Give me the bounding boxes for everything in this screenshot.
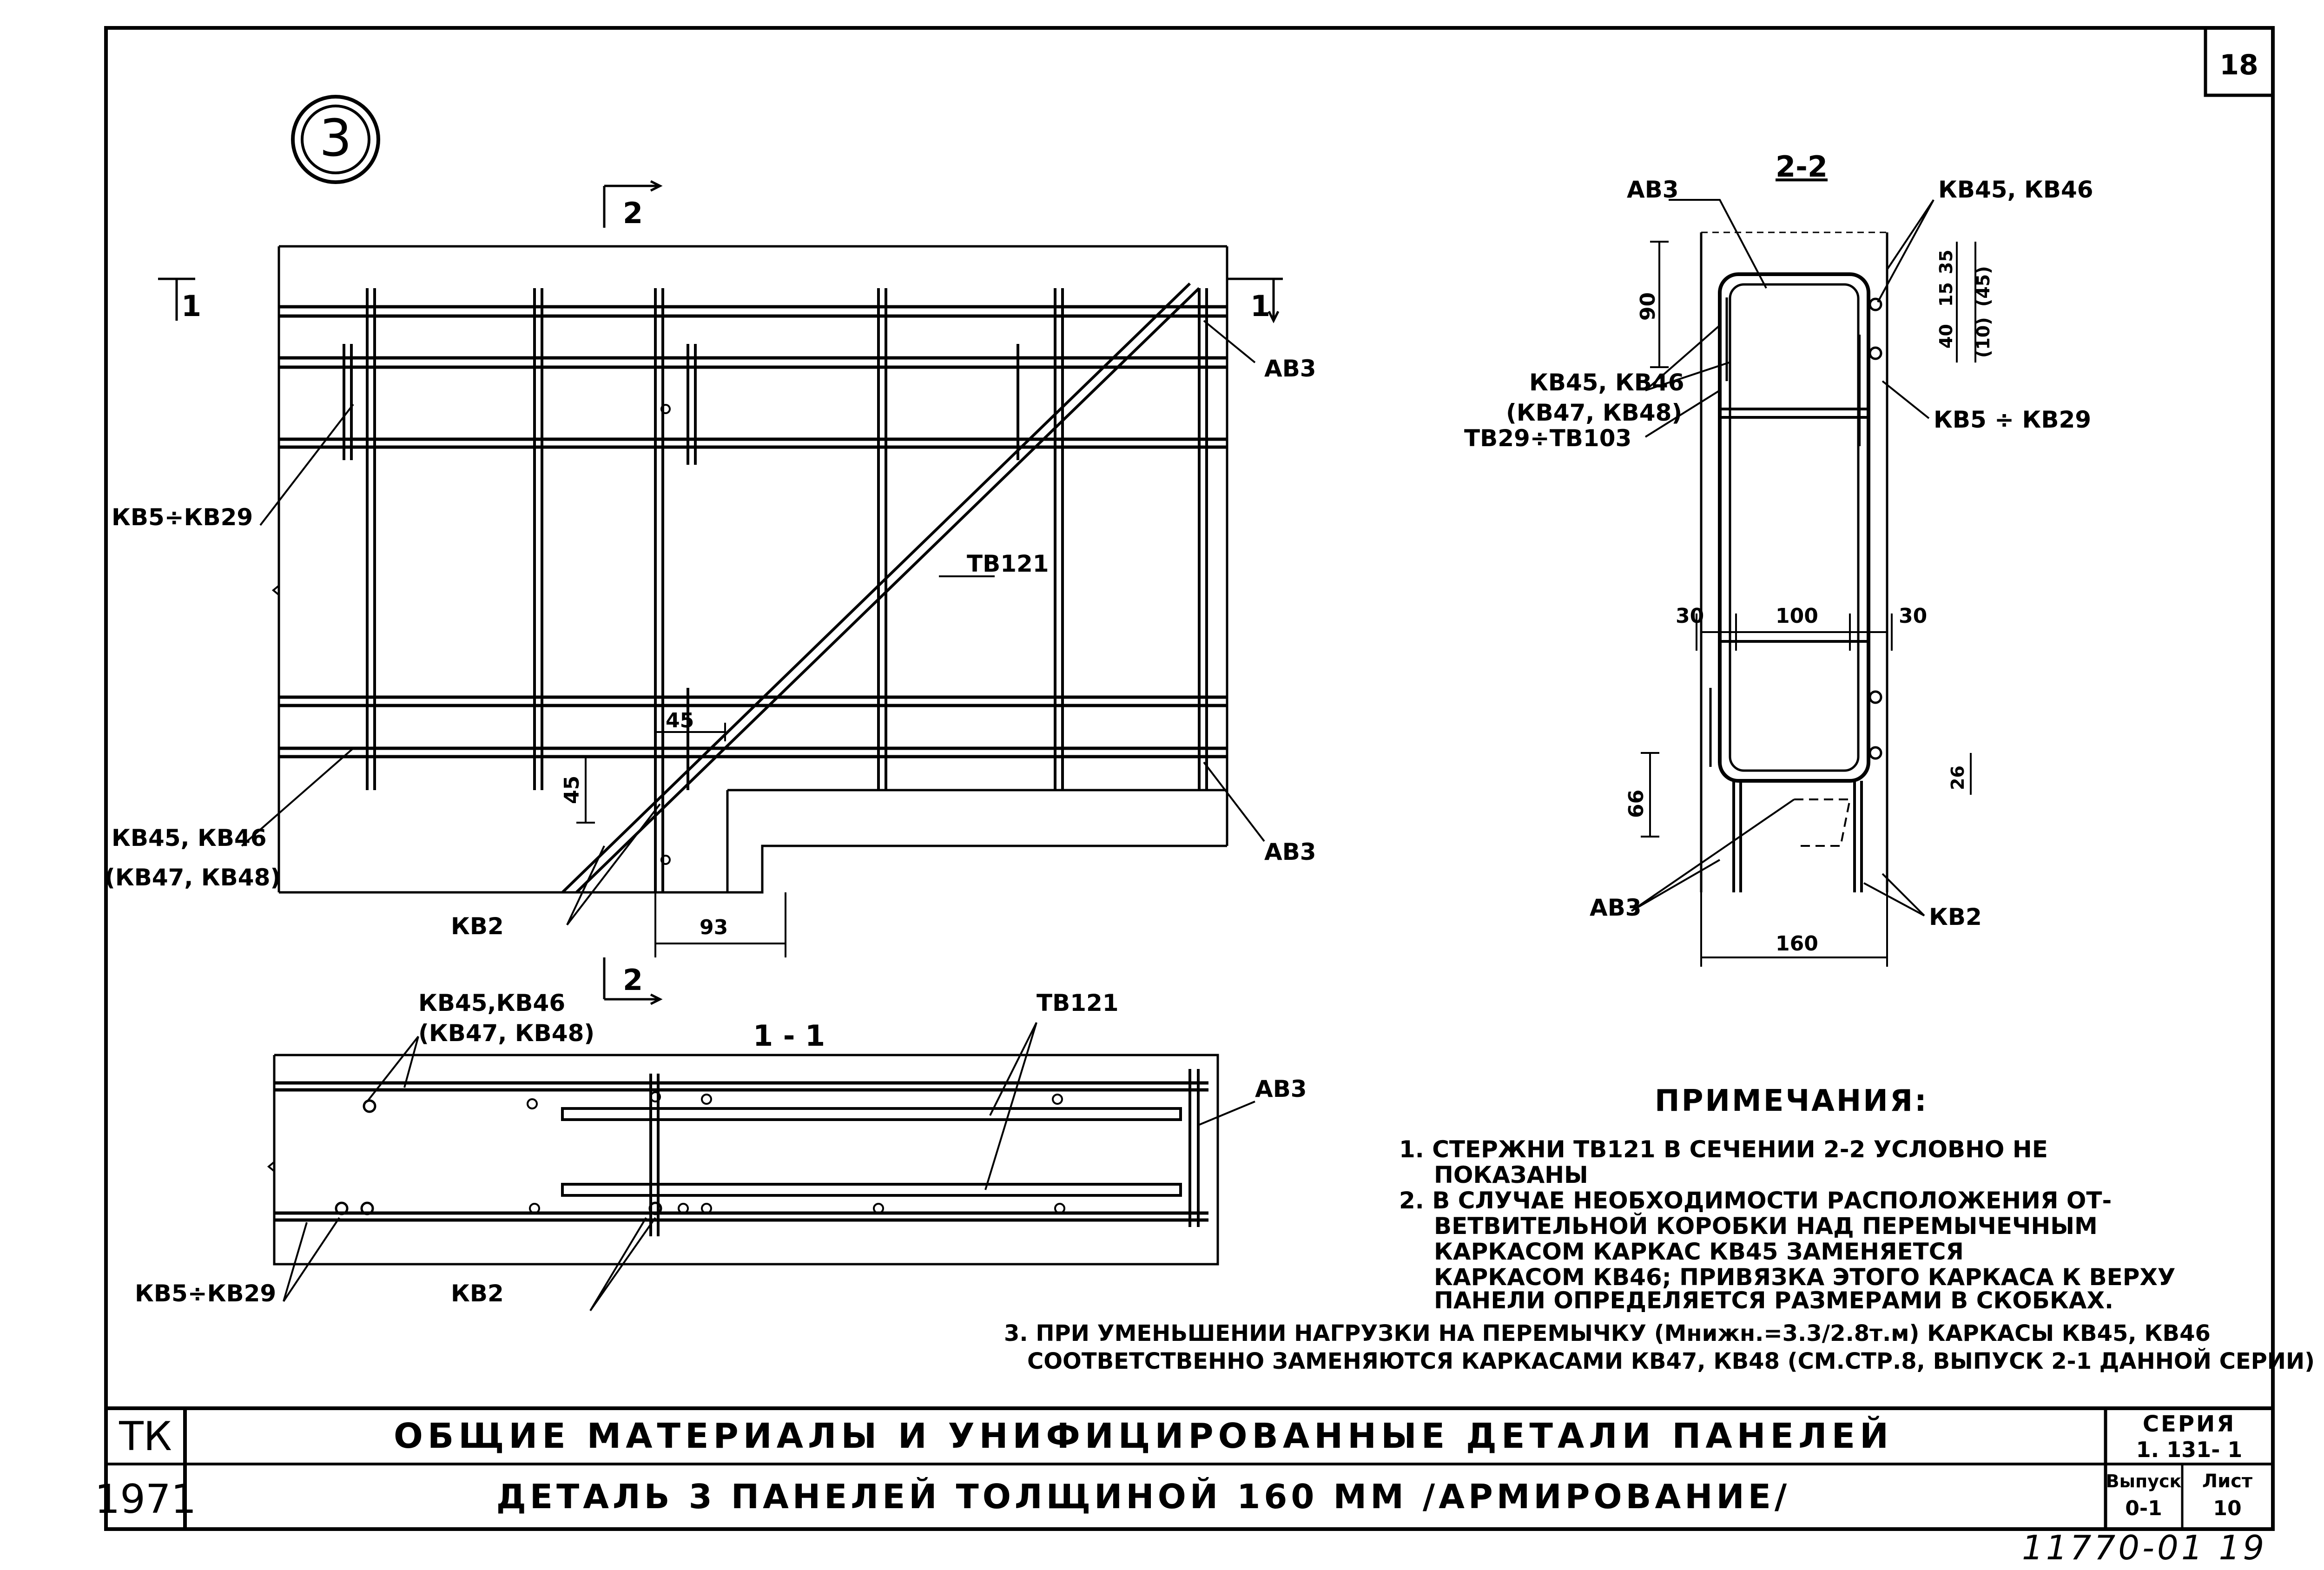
note-2-line-3: КАРКАСОМ КАРКАС КВ45 ЗАМЕНЯЕТСЯ: [1434, 1238, 1964, 1265]
section-1-1-title: 1 - 1: [753, 1019, 825, 1053]
section-1-1-leaders: [283, 1022, 1255, 1312]
s22-dim-160: 160: [1776, 932, 1818, 956]
s11-kb2: КВ2: [451, 1280, 504, 1307]
s11-tb121: ТВ121: [1037, 989, 1119, 1016]
title-line-1: ОБЩИЕ МАТЕРИАЛЫ И УНИФИЦИРОВАННЫЕ ДЕТАЛИ…: [394, 1415, 1893, 1456]
notes-heading: ПРИМЕЧАНИЯ:: [1655, 1084, 1928, 1118]
section-2-2-view: [1700, 231, 1888, 892]
note-2-line-5: ПАНЕЛИ ОПРЕДЕЛЯЕТСЯ РАЗМЕРАМИ В СКОБКАХ.: [1434, 1287, 2113, 1314]
elev-kb47-kb48: (КВ47, КВ48): [105, 864, 281, 891]
note-2-line-2: ВЕТВИТЕЛЬНОЙ КОРОБКИ НАД ПЕРЕМЫЧЕЧНЫМ: [1434, 1212, 2098, 1240]
cut-marks: [158, 180, 1283, 1005]
title-line-2: ДЕТАЛЬ 3 ПАНЕЛЕЙ ТОЛЩИНОЙ 160 ММ /АРМИРО…: [496, 1477, 1790, 1516]
note-3-line-2: СООТВЕТСТВЕННО ЗАМЕНЯЮТСЯ КАРКАСАМИ КВ47…: [1027, 1348, 2315, 1374]
note-3-line-1: 3. ПРИ УМЕНЬШЕНИИ НАГРУЗКИ НА ПЕРЕМЫЧКУ …: [1004, 1320, 2211, 1346]
s22-dim-45p: (45): [1973, 266, 1994, 307]
note-2-line-1: 2. В СЛУЧАЕ НЕОБХОДИМОСТИ РАСПОЛОЖЕНИЯ О…: [1399, 1187, 2112, 1214]
elevation-view: [271, 245, 1228, 894]
elev-dim-93: 93: [700, 916, 728, 939]
detail-circle: [291, 95, 380, 184]
notes-block: ПРИМЕЧАНИЯ: 1. СТЕРЖНИ ТВ121 В СЕЧЕНИИ 2…: [1004, 1084, 2315, 1374]
sheet-frame: [104, 26, 2275, 1531]
cut-2-bottom-label: 2: [623, 963, 643, 997]
s22-dim-30-right: 30: [1899, 604, 1927, 628]
section-2-2-dimensions: [1641, 241, 1976, 967]
elev-dim-45-v: 45: [560, 776, 584, 804]
s22-tb29-tb103: ТВ29÷ТВ103: [1464, 425, 1631, 452]
s22-dim-90: 90: [1636, 292, 1660, 321]
cut-2-top-label: 2: [623, 196, 643, 230]
s22-dim-100: 100: [1776, 604, 1818, 628]
cut-1-left-label: 1: [181, 289, 201, 323]
s22-ab3-bottom: АВ3: [1590, 894, 1642, 921]
s22-kb2: КВ2: [1929, 904, 1982, 930]
s22-dim-10p: (10): [1973, 317, 1994, 358]
s11-kb47-kb48: (КВ47, КВ48): [418, 1020, 594, 1047]
elevation-dimensions: [576, 723, 786, 957]
sheet-number: 18: [2219, 49, 2258, 81]
s22-dim-66: 66: [1624, 790, 1648, 818]
sheet-label: Лист: [2202, 1471, 2253, 1492]
elev-ab3-bottom: АВ3: [1264, 838, 1316, 865]
elevation-leaders: [241, 320, 1265, 926]
title-year: 1971: [95, 1476, 197, 1523]
archive-stamp: 11770-01 19: [2022, 1528, 2267, 1567]
elev-kb45-kb46: КВ45, КВ46: [112, 825, 267, 851]
issue-value: 0-1: [2125, 1497, 2162, 1520]
elev-tb121: ТВ121: [967, 550, 1049, 577]
s22-kb47-kb48: (КВ47, КВ48): [1506, 399, 1682, 426]
cut-1-right-label: 1: [1250, 289, 1270, 323]
series-label: СЕРИЯ: [2143, 1411, 2236, 1437]
elev-ab3-top: АВ3: [1264, 355, 1316, 382]
s11-kb45-kb46: КВ45,КВ46: [418, 989, 565, 1016]
series-value: 1. 131- 1: [2136, 1437, 2243, 1462]
section-1-1-view: [267, 1054, 1219, 1266]
s22-dim-40: 40: [1936, 324, 1956, 349]
s22-dim-30-left: 30: [1676, 604, 1704, 628]
elev-kb2: КВ2: [451, 913, 504, 940]
elev-dim-45-h: 45: [666, 709, 694, 732]
title-block-frame: [106, 1406, 2273, 1529]
s22-ab3-top: АВ3: [1627, 176, 1679, 203]
s11-kb5-kb29: КВ5÷КВ29: [135, 1280, 276, 1307]
s22-dim-15: 15: [1936, 282, 1956, 307]
title-org: ТК: [119, 1413, 172, 1460]
detail-number: 3: [319, 108, 352, 168]
section-2-2-title: 2-2: [1776, 150, 1828, 184]
section-2-2-leaders: [1631, 199, 1934, 917]
s11-ab3: АВ3: [1255, 1075, 1307, 1102]
s22-kb45-kb46-top: КВ45, КВ46: [1938, 176, 2093, 203]
note-1-line-2: ПОКАЗАНЫ: [1434, 1161, 1588, 1188]
sheet-value: 10: [2213, 1497, 2241, 1520]
s22-dim-26: 26: [1948, 765, 1968, 790]
issue-label: Выпуск: [2106, 1471, 2182, 1491]
note-1-line-1: 1. СТЕРЖНИ ТВ121 В СЕЧЕНИИ 2-2 УСЛОВНО Н…: [1399, 1136, 2048, 1163]
s22-kb5-kb29: КВ5 ÷ КВ29: [1934, 406, 2091, 433]
elev-kb5-kb29: КВ5÷КВ29: [112, 504, 253, 531]
s22-dim-35: 35: [1936, 250, 1956, 274]
note-2-line-4: КАРКАСОМ КВ46; ПРИВЯЗКА ЭТОГО КАРКАСА К …: [1434, 1264, 2175, 1291]
s22-kb45-kb46: КВ45, КВ46: [1529, 369, 1684, 396]
